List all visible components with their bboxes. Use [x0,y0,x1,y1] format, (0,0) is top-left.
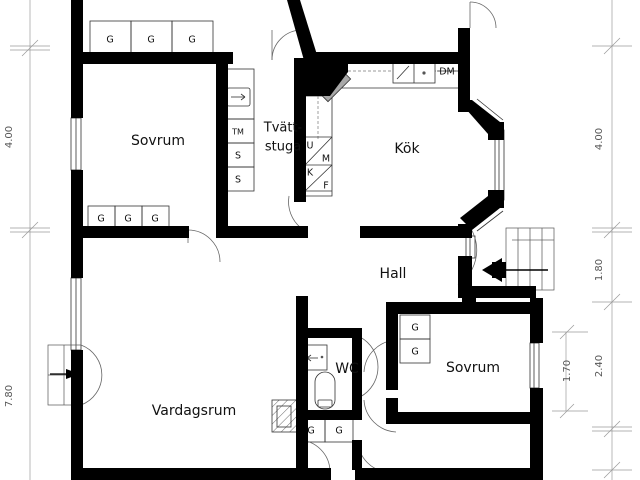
room-label-sovrum-nw: Sovrum [131,133,185,149]
walls [71,0,543,480]
staircase [505,227,555,291]
closet-label: G [97,214,104,225]
window-hall-east [465,235,476,259]
label-s-2: S [235,175,241,186]
dim-right-170: 1.70 [562,360,573,382]
label-s-1: S [235,151,241,162]
dim-right-400: 4.00 [594,128,605,150]
entry-arrow-right [482,258,548,282]
dimension-group-right: 4.00 1.80 2.40 1.70 [552,0,632,480]
closet-labels: G G G G G G G G G G [97,35,418,437]
appliance-labels: TM S S U M K F DM [231,67,455,192]
label-dm: DM [439,67,455,78]
closet-label: G [335,426,342,437]
closet-label: G [411,347,418,358]
room-label-tvattstuga-line2: stuga [265,140,301,155]
closet-label: G [147,35,154,46]
wc-toilet-icon [314,371,336,410]
dim-left-400: 4.00 [4,126,15,148]
room-label-tvattstuga-line1: Tvätt- [263,121,303,136]
closet-label: G [106,35,113,46]
dim-left-780: 7.80 [4,385,15,407]
dim-right-240: 2.40 [594,355,605,377]
closet-label: G [124,214,131,225]
closet-label: G [188,35,195,46]
room-label-wc: WC [335,361,359,377]
window-bay-kitchen-middle [494,129,505,201]
window-east-bedroom [529,342,540,389]
dim-right-180: 1.80 [594,259,605,281]
room-label-hall: Hall [380,266,407,282]
room-label-sovrum-se: Sovrum [446,360,500,376]
closet-label: G [307,426,314,437]
label-m: M [322,154,330,165]
room-label-kok: Kök [394,141,420,157]
room-label-vardagsrum: Vardagsrum [152,403,237,419]
dimension-group-left: 4.00 7.80 [4,0,50,480]
label-f: F [323,181,328,192]
label-u: U [307,141,314,152]
label-tm: TM [231,128,244,137]
closet-label: G [151,214,158,225]
label-k: K [307,168,314,179]
closet-label: G [411,323,418,334]
